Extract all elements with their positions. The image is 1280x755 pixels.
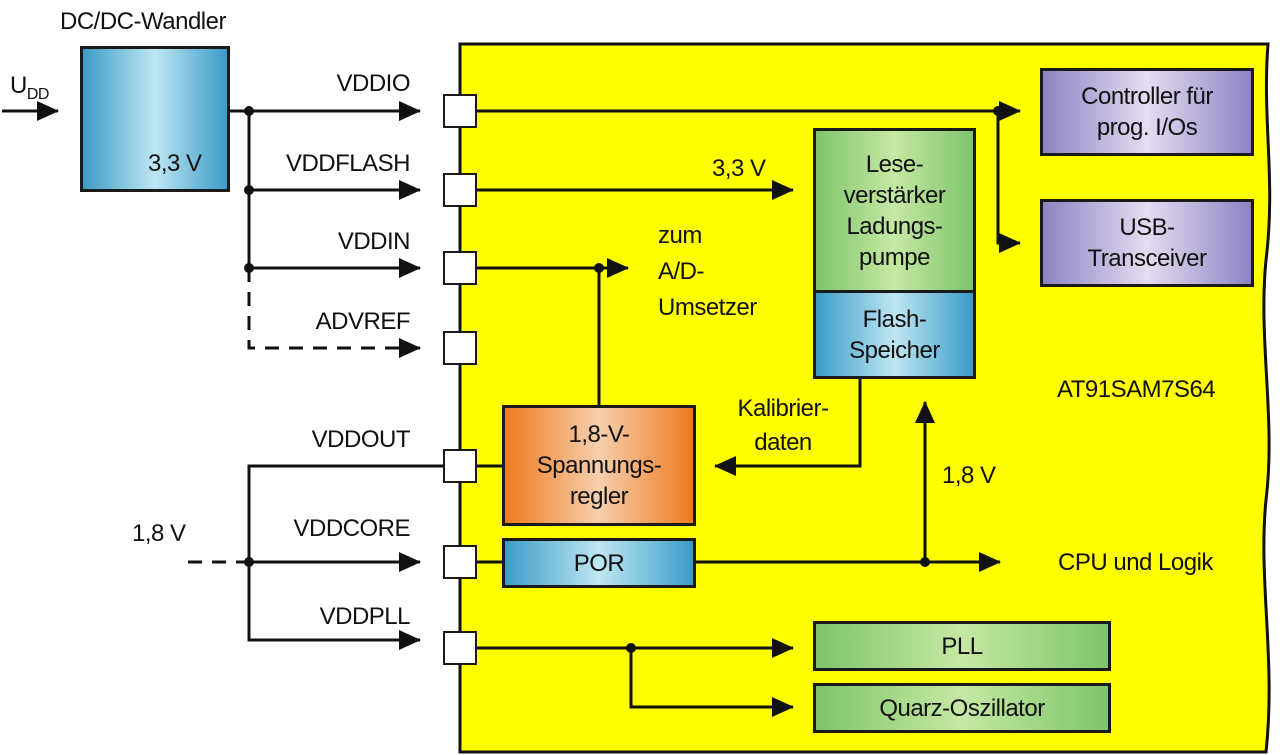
dc-dc-converter-block <box>80 46 230 192</box>
pin-vddout <box>443 449 477 483</box>
junction-dot <box>626 643 636 653</box>
calibration-wire <box>714 378 862 476</box>
pin-label-vddin: VDDIN <box>337 228 411 255</box>
junction-dot <box>993 106 1003 116</box>
pin-vddin <box>443 251 477 285</box>
pin-label-vddcore: VDDCORE <box>293 515 410 542</box>
junction-dot <box>244 557 254 567</box>
usb-feed <box>996 111 1021 253</box>
core-supply-voltage: 1,8 V <box>132 520 186 547</box>
cpu-logic-label: CPU und Logik <box>1058 549 1213 576</box>
junction-dot <box>244 263 254 273</box>
flash-voltage-label: 3,3 V <box>712 155 766 182</box>
pin-label-vddout: VDDOUT <box>311 426 411 453</box>
usb-transceiver-block: USB-Transceiver <box>1040 199 1254 287</box>
junction-dot <box>244 185 254 195</box>
oscillator-feed <box>629 648 794 717</box>
junction-dot <box>594 263 604 273</box>
flash-memory-block: Flash-Speicher <box>813 290 976 379</box>
core-voltage-label: 1,8 V <box>942 462 996 489</box>
oscillator-block: Quarz-Oszillator <box>813 683 1111 733</box>
pin-vddio <box>443 94 477 128</box>
por-block: POR <box>502 538 696 588</box>
vddout-wire <box>247 464 443 642</box>
pll-block: PLL <box>813 621 1111 671</box>
calibration-label: Kalibrier-daten <box>737 395 829 456</box>
voltage-regulator-block: 1,8-V-Spannungs-regler <box>502 405 696 526</box>
pin-label-vddpll: VDDPLL <box>319 603 411 630</box>
pin-advref <box>443 331 477 365</box>
pin-vddpll <box>443 631 477 665</box>
pin-vddcore <box>443 545 477 579</box>
advref-wire <box>247 268 421 358</box>
converter-title: DC/DC-Wandler <box>60 8 226 35</box>
udd-label: UDD <box>10 72 49 103</box>
pin-vddflash <box>443 173 477 207</box>
pin-label-advref: ADVREF <box>315 308 411 335</box>
chip-title: AT91SAM7S64 <box>1057 376 1216 403</box>
pin-label-vddio: VDDIO <box>336 70 410 97</box>
pin-label-vddflash: VDDFLASH <box>285 150 411 177</box>
junction-dot <box>244 106 254 116</box>
converter-voltage: 3,3 V <box>148 150 202 177</box>
junction-dot <box>920 557 930 567</box>
